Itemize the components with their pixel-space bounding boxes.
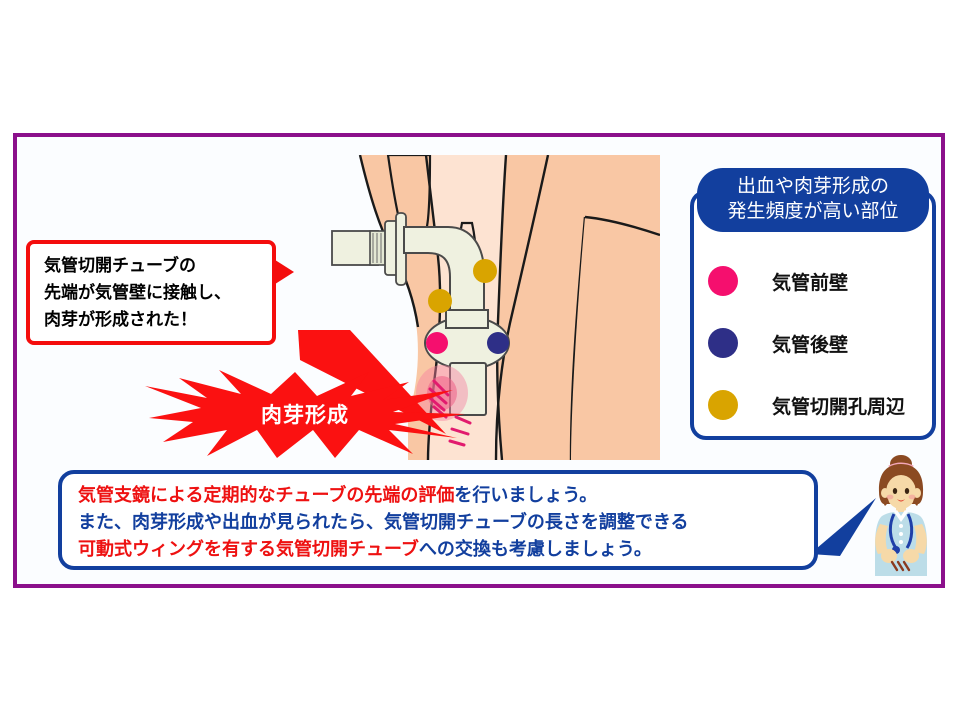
callout-pointer-wedge	[150, 330, 450, 450]
legend-item-anterior: 気管前壁	[694, 250, 932, 312]
granulation-starburst	[145, 368, 465, 460]
red-callout-line-3: 肉芽が形成された！	[44, 310, 197, 330]
legend-label-stoma: 気管切開孔周辺	[772, 395, 906, 418]
red-callout-line-2: 先端が気管壁に接触し、	[44, 283, 231, 303]
legend-dot-navy	[708, 328, 738, 358]
nurse-character	[858, 452, 944, 582]
advice-line-2-blue: また、肉芽形成や出血が見られたら、気管切開チューブの長さを調整できる	[78, 512, 689, 533]
stoma-marker-upper	[473, 259, 497, 283]
legend-title-pill: 出血や肉芽形成の 発生頻度が高い部位	[697, 168, 929, 232]
legend-dot-pink	[708, 266, 738, 296]
neck-anatomy-illustration	[330, 155, 660, 460]
posterior-wall-marker	[487, 332, 509, 354]
legend-title-line-2: 発生頻度が高い部位	[727, 200, 899, 222]
advice-line-3-red: 可動式ウィングを有する気管切開チューブ	[78, 539, 419, 560]
red-callout-line-1: 気管切開チューブの	[44, 256, 196, 276]
legend-label-anterior: 気管前壁	[772, 271, 849, 294]
tube-connector	[331, 212, 407, 286]
red-callout-tail	[272, 258, 294, 286]
anterior-wall-marker	[426, 332, 448, 354]
legend-label-posterior: 気管後壁	[772, 333, 849, 356]
legend-item-stoma: 気管切開孔周辺	[694, 374, 932, 436]
legend-dot-gold	[708, 390, 738, 420]
advice-line-3-blue: への交換も考慮しましょう。	[418, 539, 652, 560]
advice-bubble: 気管支鏡による定期的なチューブの先端の評価を行いましょう。 また、肉芽形成や出血…	[58, 470, 818, 570]
advice-line-1-red: 気管支鏡による定期的なチューブの先端の評価	[78, 485, 455, 506]
stoma-marker-lower	[428, 289, 452, 313]
legend-item-posterior: 気管後壁	[694, 312, 932, 374]
red-callout-box: 気管切開チューブの 先端が気管壁に接触し、 肉芽が形成された！	[26, 240, 276, 345]
advice-line-3: 可動式ウィングを有する気管切開チューブへの交換も考慮しましょう。	[78, 536, 814, 563]
advice-line-1: 気管支鏡による定期的なチューブの先端の評価を行いましょう。	[78, 482, 814, 509]
advice-line-2: また、肉芽形成や出血が見られたら、気管切開チューブの長さを調整できる	[78, 509, 814, 536]
legend-title-line-1: 出血や肉芽形成の	[736, 175, 889, 197]
advice-bubble-tail	[810, 492, 880, 566]
advice-line-1-blue: を行いましょう。	[454, 485, 598, 506]
